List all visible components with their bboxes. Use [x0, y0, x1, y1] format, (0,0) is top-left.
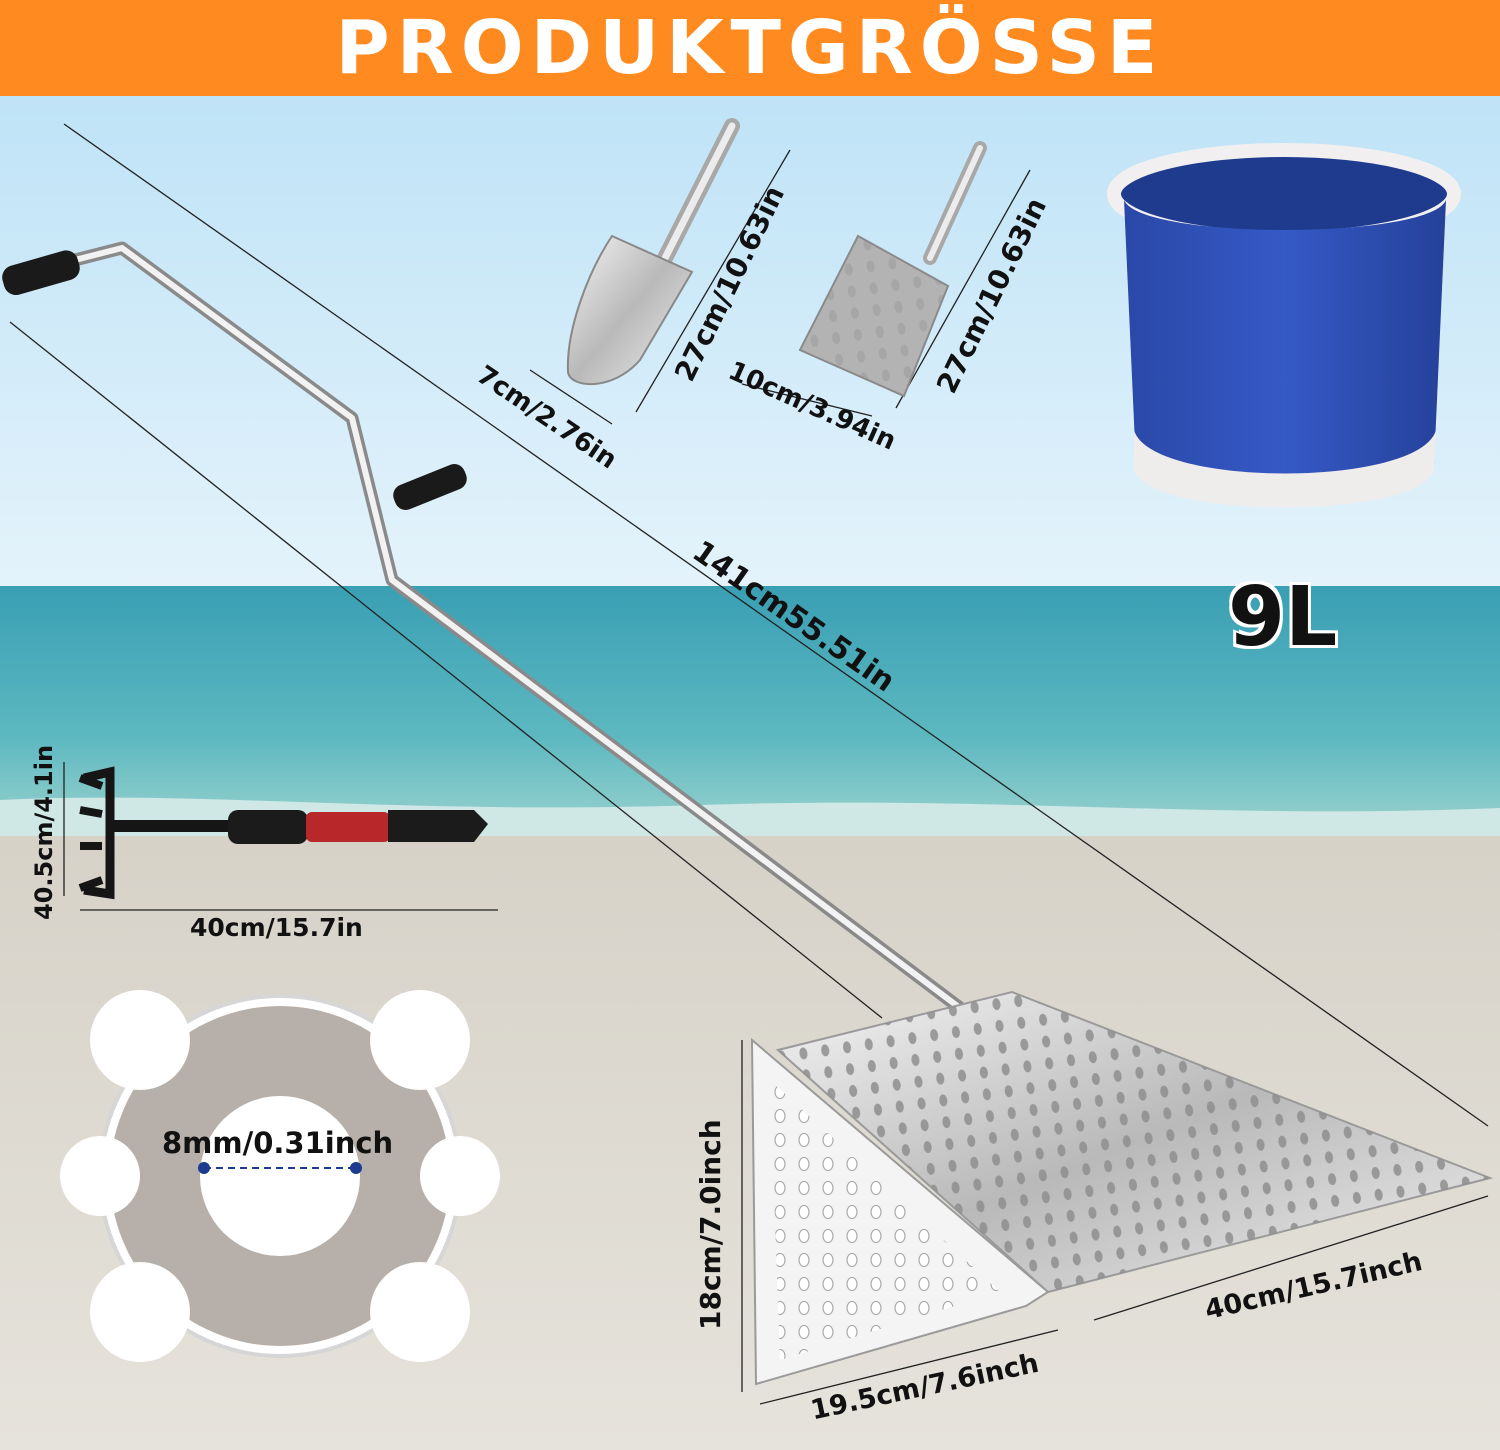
hand-rake: [78, 766, 488, 900]
hole-detail-magnifier: [60, 990, 500, 1362]
sifter-handle: [2, 241, 964, 1014]
sea: [0, 586, 1500, 836]
bucket-volume-label: 9L: [1228, 570, 1338, 665]
rake-length-label: 40cm/15.7in: [190, 913, 363, 942]
sieve-scoop: [798, 141, 987, 398]
dimension-lines: [9, 123, 1489, 1405]
hand-shovel: [566, 118, 740, 386]
banner-title: PRODUKTGRÖSSE: [335, 5, 1165, 91]
sifter-height-label: 18cm/7.0inch: [694, 1119, 727, 1330]
rake-height-label: 40.5cm/4.1in: [30, 744, 58, 920]
title-banner: PRODUKTGRÖSSE: [0, 0, 1500, 96]
sifter-scoop: [750, 990, 1494, 1386]
hole-diameter-label: 8mm/0.31inch: [162, 1126, 394, 1160]
folding-bucket: [1107, 143, 1461, 508]
